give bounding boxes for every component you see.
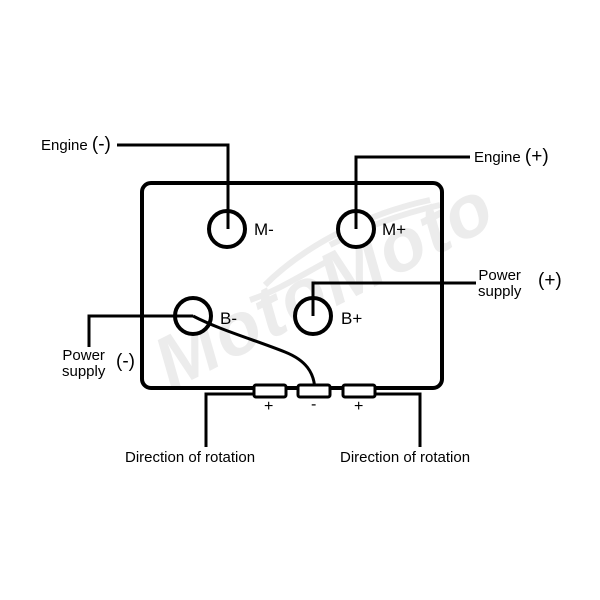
wire-power-neg: [87, 314, 193, 347]
wire-rotation-right: [370, 392, 422, 447]
label-power-pos-sign: (+): [538, 270, 562, 291]
label-power-pos-line1: Power: [478, 267, 521, 284]
label-power-pos: Power supply: [478, 268, 521, 300]
wire-b-neg-connector: [192, 314, 317, 393]
connector-tabs: [252, 383, 377, 399]
label-rotation-right: Direction of rotation: [340, 449, 471, 466]
label-power-neg-line1: Power: [62, 347, 105, 364]
controller-box: [140, 181, 444, 390]
label-engine-pos-sign: (+): [524, 146, 549, 167]
connector-sign-middle: -: [311, 396, 317, 413]
connector-sign-left: +: [264, 398, 274, 415]
connector-tab-right: [341, 383, 377, 399]
connector-sign-right: +: [354, 398, 364, 415]
label-engine-pos: Engine (+): [474, 146, 549, 167]
label-engine-neg: Engine (-): [41, 134, 111, 155]
label-power-neg: Power supply: [62, 348, 105, 380]
wires: [87, 143, 476, 447]
terminal-label-b-pos: B+: [341, 309, 363, 328]
label-rotation-left: Direction of rotation: [125, 449, 256, 466]
wire-power-pos: [311, 281, 476, 316]
wire-rotation-left: [204, 392, 254, 447]
label-engine-neg-sign: (-): [91, 134, 111, 155]
terminal-label-m-neg: M-: [254, 220, 274, 239]
wire-engine-neg: [117, 143, 230, 229]
label-engine-neg-text: Engine: [41, 137, 88, 154]
label-power-neg-line2: supply: [62, 363, 106, 380]
label-power-neg-sign: (-): [116, 351, 135, 372]
wire-engine-pos: [354, 155, 470, 229]
connector-tab-left: [252, 383, 288, 399]
terminal-label-b-neg: B-: [220, 309, 237, 328]
terminal-label-m-pos: M+: [382, 220, 407, 239]
connector-tab-middle: [296, 383, 332, 399]
label-power-pos-line2: supply: [478, 283, 522, 300]
label-engine-pos-text: Engine: [474, 149, 521, 166]
